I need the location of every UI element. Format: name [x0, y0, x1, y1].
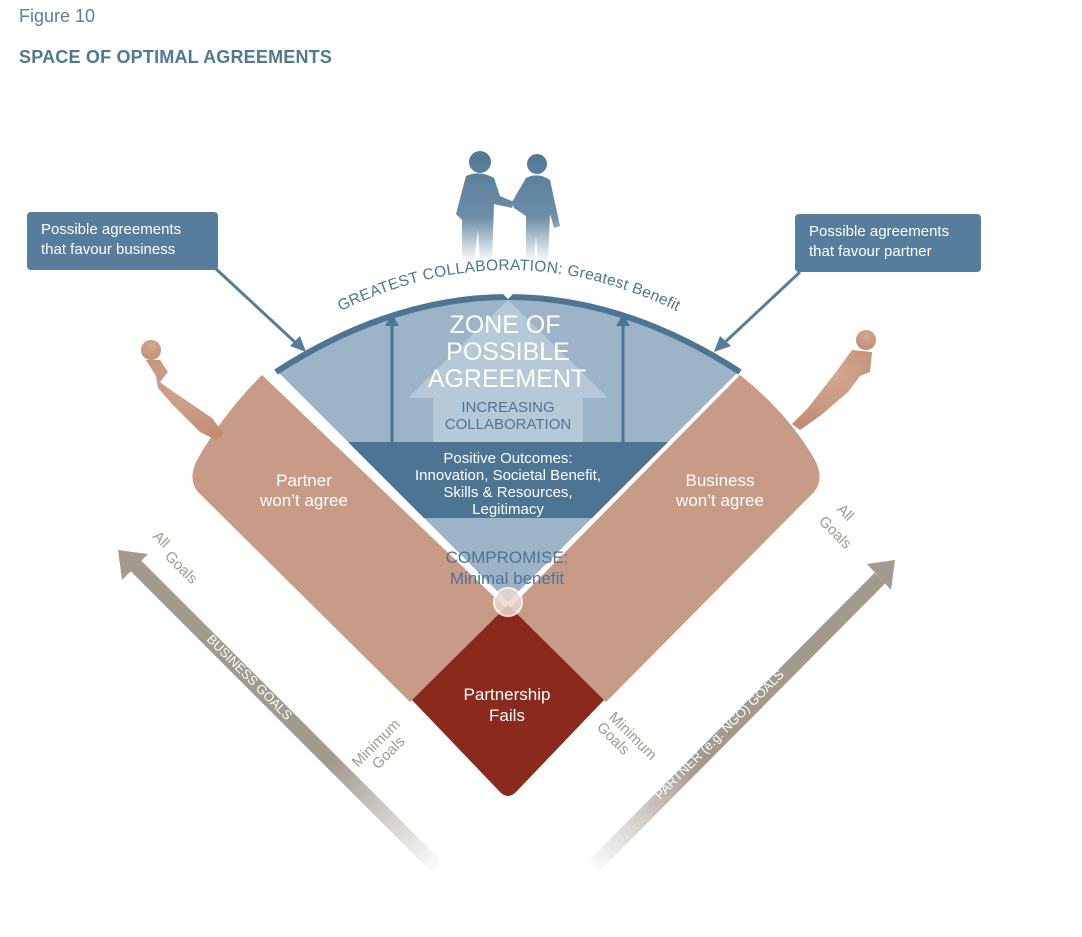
positive-outcomes-band [348, 442, 668, 518]
increasing-line2: COLLABORATION [445, 416, 571, 433]
partner-callout-line2: that favour partner [809, 243, 932, 260]
partner-person-icon [792, 330, 876, 430]
business-callout: Possible agreements that favour business [27, 212, 218, 270]
partner-goals-arrowhead [867, 560, 895, 590]
business-goals-arrowhead [118, 550, 148, 580]
outcomes-line2: Innovation, Societal Benefit, [415, 467, 601, 484]
partner-wont-agree-line1: Partner [276, 471, 332, 490]
partner-wont-agree-region [192, 375, 508, 702]
arc-pointer-icon [498, 289, 518, 299]
zone-title-line2: POSSIBLE [446, 338, 570, 366]
business-callout-pointer [213, 266, 306, 352]
partner-callout-pointer [714, 270, 802, 352]
collaboration-left-arrow-icon [385, 314, 399, 442]
figure-label: Figure 10 [19, 6, 96, 26]
partnership-fails-region [412, 605, 604, 796]
collaboration-right-arrow-icon [616, 314, 630, 442]
business-goals-label: BUSINESS GOALS [204, 632, 296, 724]
partnership-fails-line1: Partnership [464, 685, 551, 704]
increasing-line1: INCREASING [461, 399, 554, 416]
zone-title-line1: ZONE OF [449, 311, 560, 339]
business-callout-line2: that favour business [41, 241, 176, 258]
partner-goals-axis [584, 560, 895, 876]
outcomes-line4: Legitimacy [472, 501, 544, 518]
compromise-line2: Minimal benefit [450, 569, 565, 588]
business-goals-axis [118, 550, 446, 876]
partner-callout-line1: Possible agreements [809, 223, 950, 240]
partnership-fails-line2: Fails [489, 706, 525, 725]
increasing-collaboration-arrow-icon [408, 300, 608, 442]
handshake-people-icon [456, 151, 560, 262]
compromise-point-icon [493, 587, 523, 617]
business-wont-agree-line2: won’t agree [675, 491, 764, 510]
zone-title-line3: AGREEMENT [428, 365, 586, 393]
partner-callout: Possible agreements that favour partner [795, 214, 981, 272]
compromise-line1: COMPROMISE: [446, 548, 569, 567]
business-wont-agree-line1: Business [686, 471, 755, 490]
partner-wont-agree-line2: won’t agree [259, 491, 348, 510]
figure-title: SPACE OF OPTIMAL AGREEMENTS [19, 47, 333, 67]
business-person-icon [141, 340, 224, 440]
outcomes-line1: Positive Outcomes: [443, 450, 572, 467]
business-callout-line1: Possible agreements [41, 221, 182, 238]
partner-goals-label: PARTNER (e.g. NGO) GOALS [652, 666, 788, 802]
outcomes-line3: Skills & Resources, [443, 484, 572, 501]
left-all-goals-line2: Goals [161, 548, 201, 588]
business-wont-agree-region [508, 375, 820, 702]
left-all-goals-line1: All [149, 528, 173, 552]
